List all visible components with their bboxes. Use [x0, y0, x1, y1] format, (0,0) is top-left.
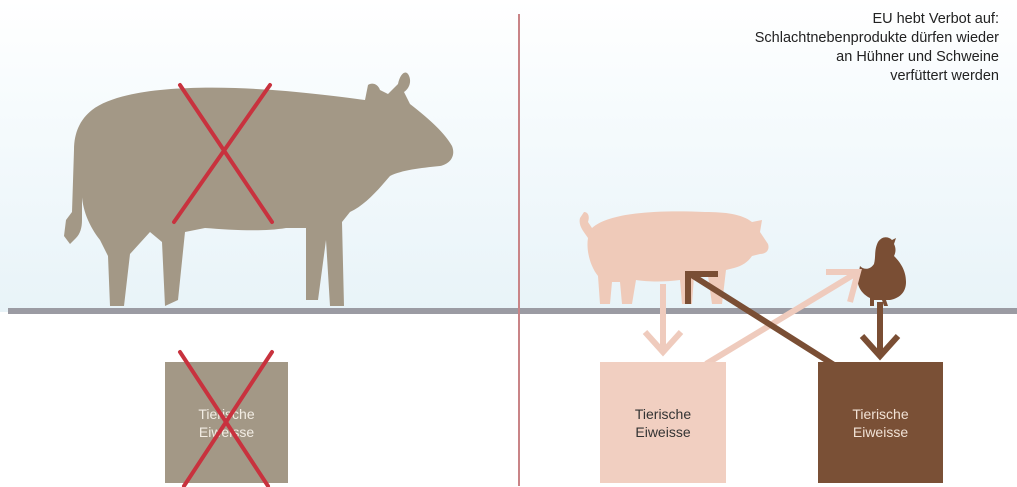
chicken-protein-box: Tierische Eiweisse [818, 362, 943, 483]
chicken-box-line2: Eiweisse [853, 423, 908, 441]
pig-box-line2: Eiweisse [635, 423, 690, 441]
chicken-box-line1: Tierische [852, 405, 908, 423]
box-cross-icon [180, 352, 272, 486]
pig-box-line1: Tierische [635, 405, 691, 423]
pig-protein-box: Tierische Eiweisse [600, 362, 726, 483]
